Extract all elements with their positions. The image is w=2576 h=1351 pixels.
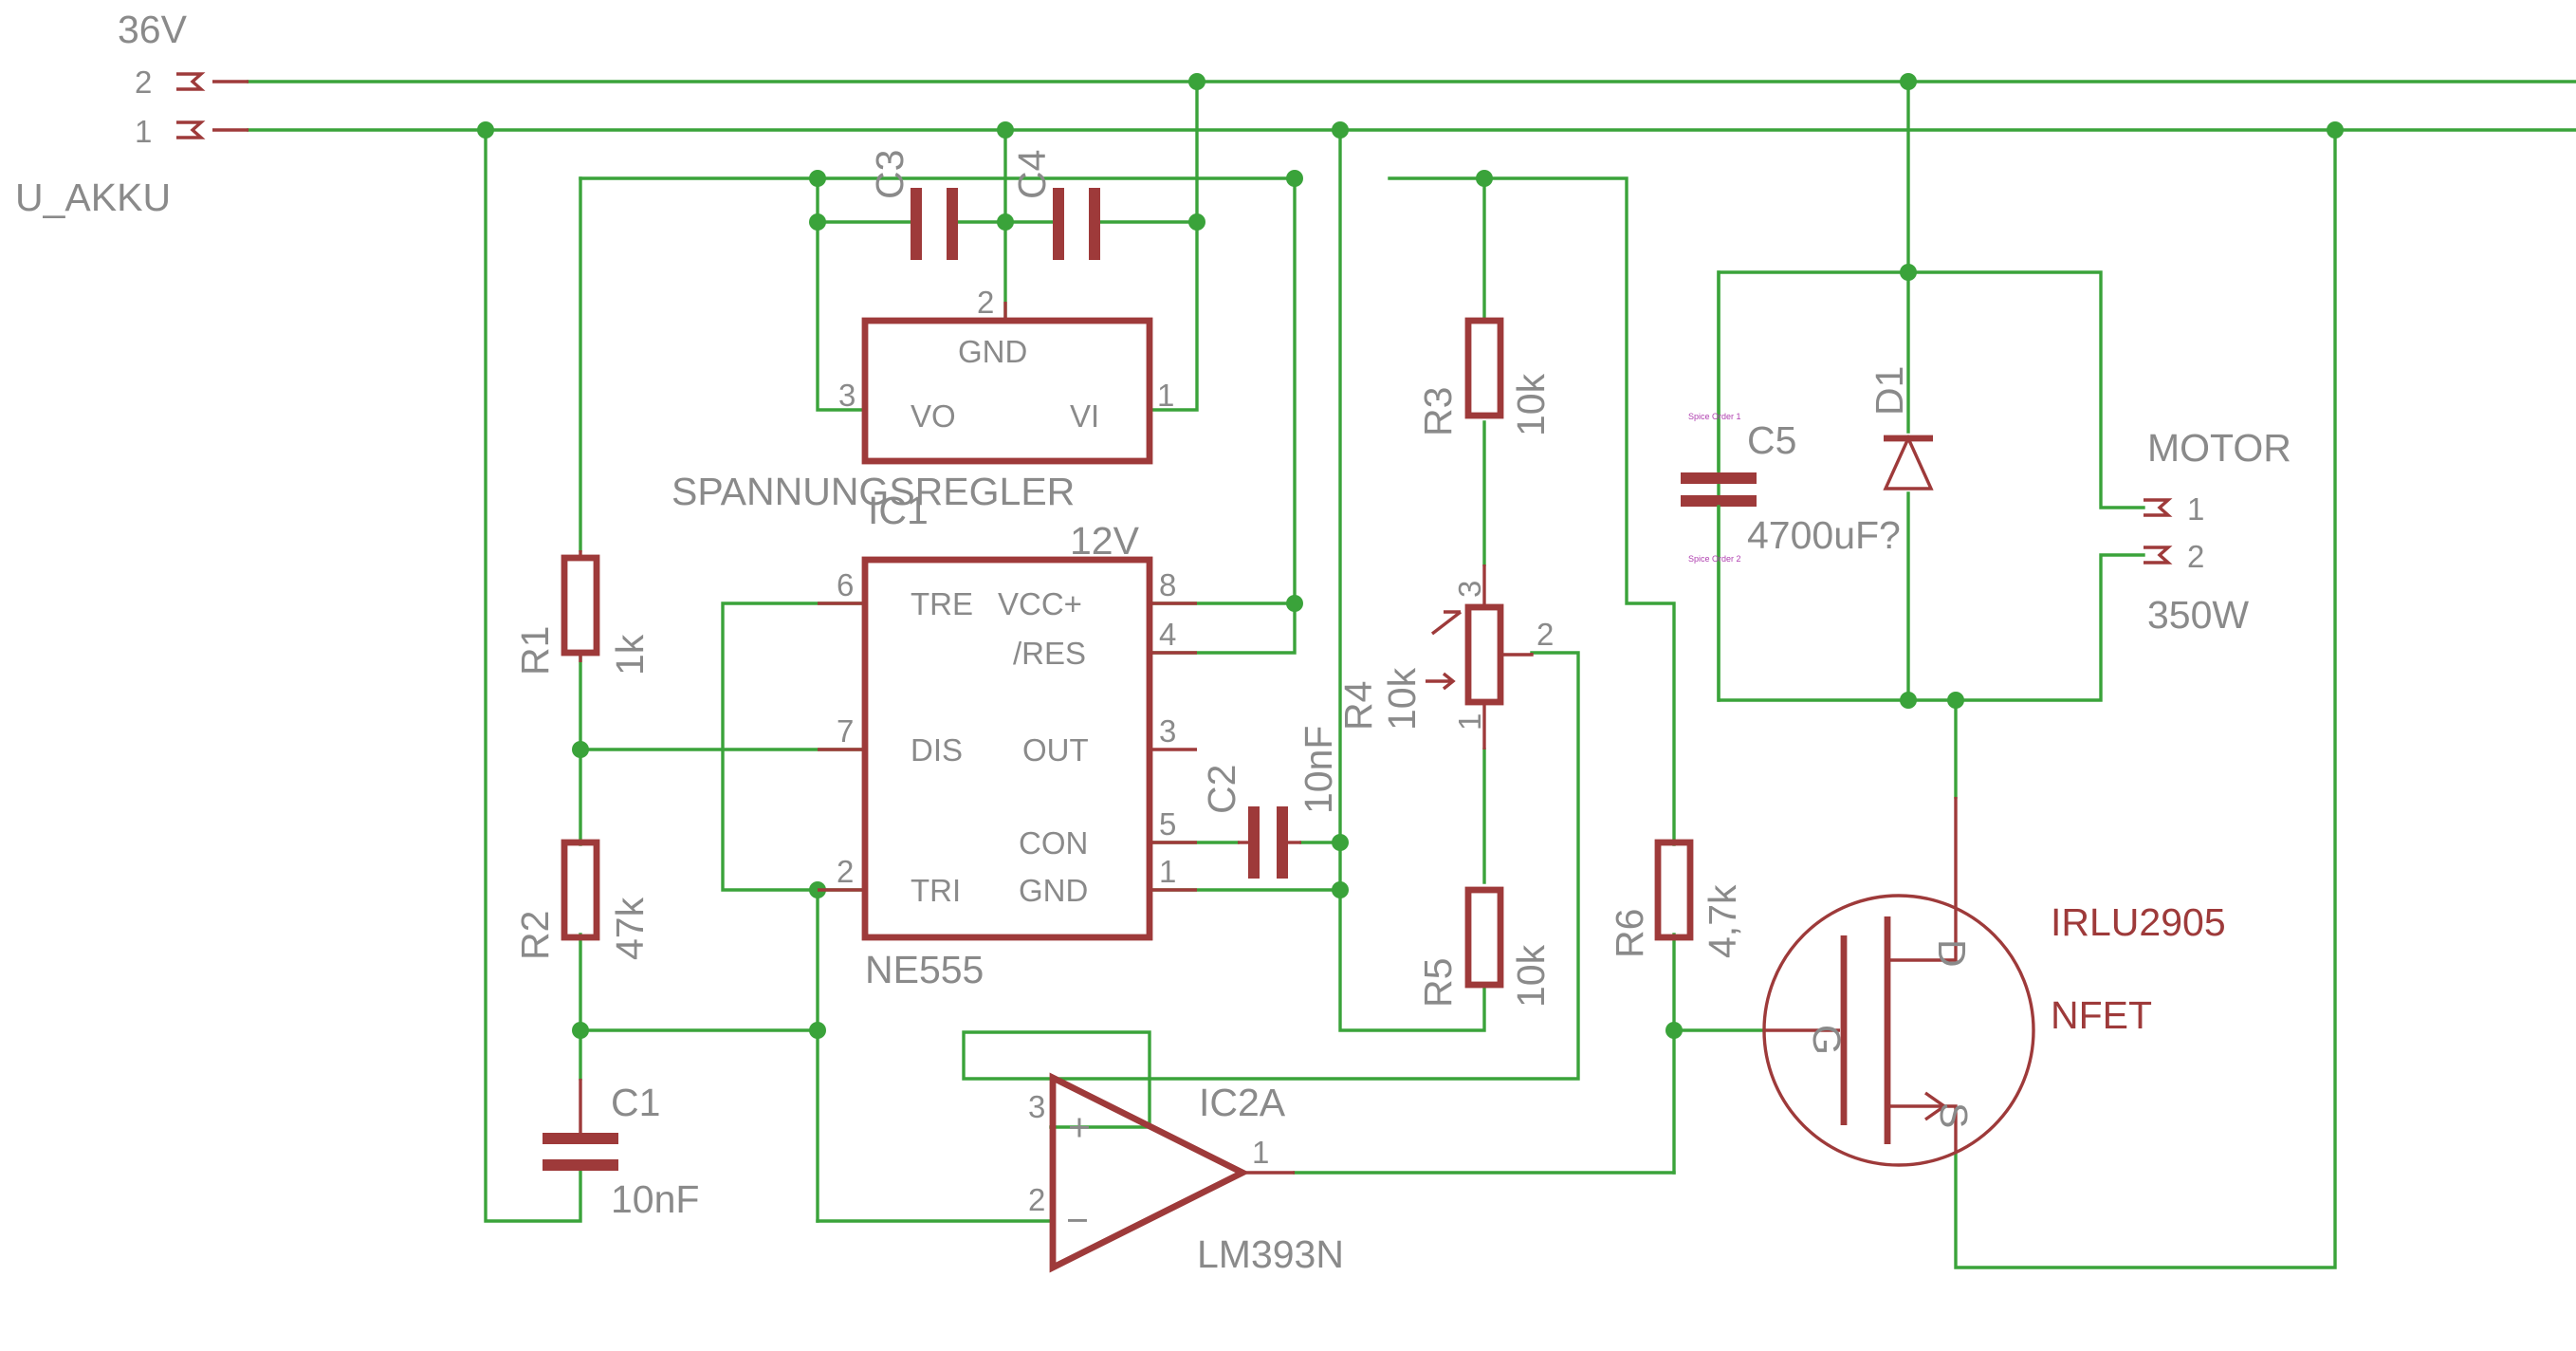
capacitor-c2: C2 10nF — [1200, 726, 1340, 879]
ic2a-minus-sign: − — [1066, 1198, 1089, 1242]
r5-value: 10k — [1509, 944, 1553, 1008]
junctions — [477, 73, 2344, 1039]
c5-spice-order-1: Spice Order 1 — [1688, 412, 1741, 421]
fet-gate-label: G — [1805, 1025, 1849, 1055]
ic1-con-label: CON — [1019, 825, 1088, 861]
c1-name: C1 — [611, 1081, 660, 1124]
r4-pin-2: 2 — [1536, 617, 1554, 652]
regulator-vi-label: VI — [1070, 398, 1099, 434]
ic1-pin-4: 4 — [1159, 617, 1176, 652]
ic1-dis-label: DIS — [911, 732, 963, 768]
fet-type: NFET — [2051, 993, 2152, 1037]
ic1-gnd-label: GND — [1019, 873, 1088, 908]
ic1-pin-7: 7 — [837, 713, 854, 749]
ic1-vcc-label: VCC+ — [998, 586, 1082, 621]
ic1-pin-1: 1 — [1159, 854, 1176, 889]
resistor-r5: R5 10k — [1416, 886, 1553, 1008]
r4-value: 10k — [1380, 667, 1424, 731]
ic1-pin-5: 5 — [1159, 806, 1176, 842]
ic2a-part: LM393N — [1197, 1232, 1344, 1276]
supply-pin-1: 1 — [135, 114, 152, 149]
c1-value: 10nF — [611, 1177, 699, 1221]
r6-name: R6 — [1608, 909, 1651, 958]
c5-spice-order-2: Spice Order 2 — [1688, 554, 1741, 564]
ic1-name: IC1 — [868, 489, 929, 532]
resistor-r3: R3 10k — [1416, 317, 1553, 436]
supply-pin-2: 2 — [135, 65, 152, 100]
diode-d1: D1 — [1868, 366, 1934, 490]
motor-connector: MOTOR 1 2 350W — [2144, 426, 2291, 637]
ic1-out-label: OUT — [1022, 732, 1089, 768]
ic2a-pin-3: 3 — [1028, 1089, 1045, 1124]
r2-value: 47k — [608, 897, 652, 960]
voltage-regulator: GND VO VI 2 3 1 SPANNUNGSREGLER 12V — [672, 285, 1174, 563]
ic2a-comparator: + − 3 2 1 IC2A LM393N — [1028, 1072, 1344, 1276]
motor-pin-2: 2 — [2187, 539, 2204, 574]
r1-value: 1k — [608, 634, 652, 676]
r4-name: R4 — [1336, 681, 1380, 731]
ic2a-pin-2: 2 — [1028, 1182, 1045, 1217]
ic1-pin-2: 2 — [837, 854, 854, 889]
regulator-gnd-label: GND — [958, 334, 1027, 369]
wires — [247, 80, 2576, 1269]
ic1-ne555: IC1 NE555 TRE VCC+ /RES DIS OUT CON TRI … — [818, 489, 1197, 991]
ic2a-name: IC2A — [1199, 1081, 1286, 1124]
supply-voltage-label: 36V — [118, 8, 188, 51]
regulator-vo-label: VO — [911, 398, 956, 434]
ic2a-plus-sign: + — [1068, 1105, 1091, 1149]
ic1-res-label: /RES — [1013, 636, 1086, 671]
d1-name: D1 — [1868, 366, 1911, 416]
ic1-tri-label: TRI — [911, 873, 961, 908]
ic1-pin-6: 6 — [837, 567, 854, 602]
capacitor-c4: C4 — [1010, 150, 1100, 260]
c3-name: C3 — [868, 150, 911, 199]
resistor-r2: R2 47k — [513, 839, 652, 960]
r3-name: R3 — [1416, 387, 1460, 436]
motor-pin-1: 1 — [2187, 491, 2204, 527]
c4-name: C4 — [1010, 150, 1054, 199]
resistor-r6: R6 4,7k — [1608, 839, 1744, 958]
r6-value: 4,7k — [1701, 884, 1744, 958]
c2-value: 10nF — [1297, 726, 1340, 814]
regulator-pin-2: 2 — [977, 285, 994, 320]
c5-name: C5 — [1747, 418, 1796, 462]
capacitor-c5: C5 4700uF? Spice Order 1 Spice Order 2 — [1681, 412, 1901, 702]
ic1-pin-8: 8 — [1159, 567, 1176, 602]
capacitor-c1: C1 10nF — [543, 1079, 699, 1221]
motor-name: MOTOR — [2147, 426, 2291, 470]
nfet-irlu2905: G D S IRLU2905 NFET — [1762, 797, 2226, 1167]
regulator-name: SPANNUNGSREGLER — [672, 470, 1075, 513]
ic1-part: NE555 — [865, 948, 984, 991]
regulator-pin-3: 3 — [838, 378, 856, 413]
r4-pin-1: 1 — [1452, 713, 1487, 731]
fet-part: IRLU2905 — [2051, 900, 2226, 944]
fet-source-label: S — [1932, 1102, 1976, 1128]
motor-power: 350W — [2147, 593, 2249, 637]
r4-pin-3: 3 — [1452, 581, 1487, 598]
ic1-pin-3: 3 — [1159, 713, 1176, 749]
fet-drain-label: D — [1930, 939, 1974, 968]
ic1-tre-label: TRE — [911, 586, 973, 621]
supply-name-label: U_AKKU — [15, 176, 171, 219]
supply-connector: 36V 2 1 U_AKKU — [15, 8, 248, 219]
ic2a-pin-1: 1 — [1252, 1135, 1269, 1170]
resistor-r1: R1 1k — [513, 550, 652, 676]
potentiometer-r4: R4 10k 3 1 2 — [1336, 564, 1554, 750]
c2-name: C2 — [1200, 765, 1243, 814]
r3-value: 10k — [1509, 373, 1553, 436]
regulator-output-label: 12V — [1070, 519, 1140, 563]
capacitor-c3: C3 — [868, 150, 958, 260]
r5-name: R5 — [1416, 958, 1460, 1008]
r2-name: R2 — [513, 911, 557, 960]
regulator-pin-1: 1 — [1157, 378, 1174, 413]
r1-name: R1 — [513, 626, 557, 676]
c5-value: 4700uF? — [1747, 513, 1901, 557]
